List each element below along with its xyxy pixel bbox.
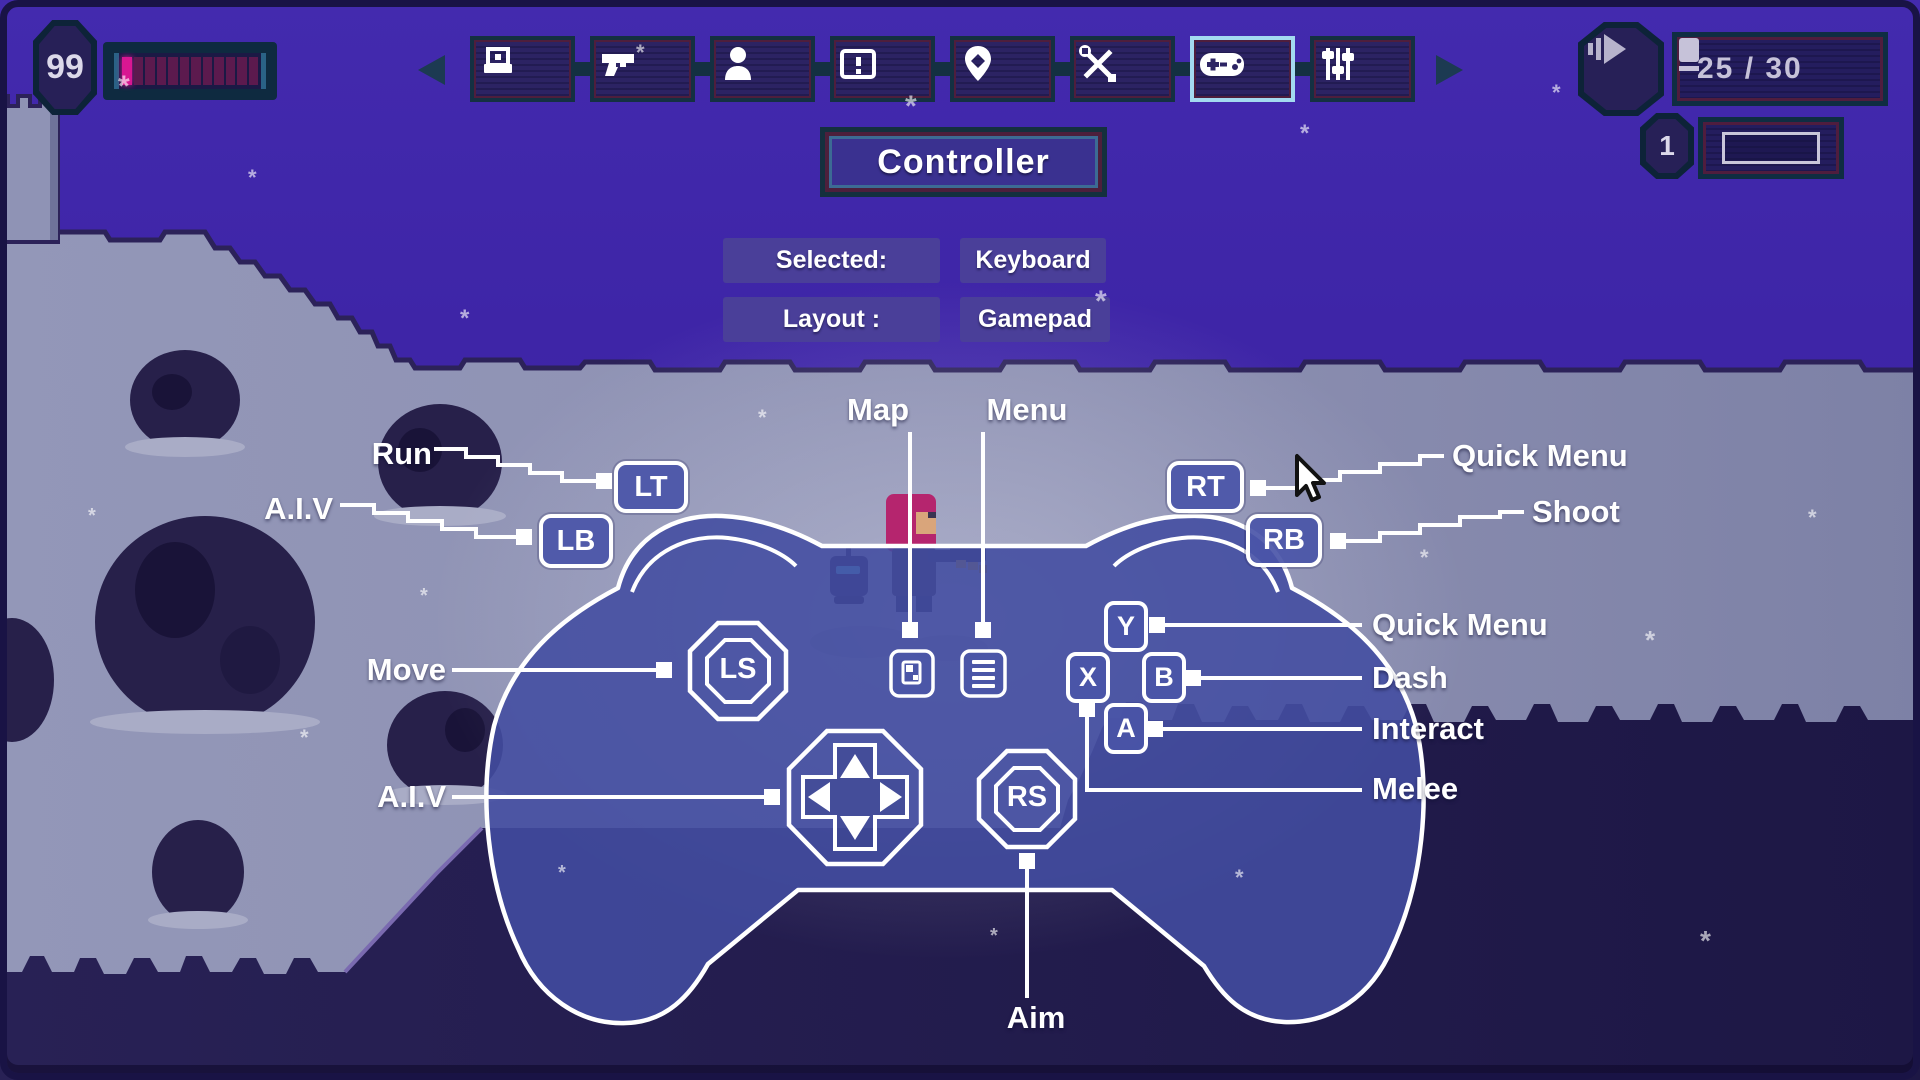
y-button: Y	[1104, 601, 1148, 652]
active-weapon-badge	[1578, 22, 1664, 116]
tab-controller[interactable]	[1190, 36, 1295, 102]
rt-label: RT	[1186, 470, 1225, 503]
mouse-cursor	[1295, 454, 1326, 502]
tab-inventory[interactable]	[470, 36, 575, 102]
start-button	[960, 649, 1007, 698]
health-segment	[225, 57, 235, 85]
health-value: 99	[39, 26, 91, 109]
person-icon	[725, 47, 751, 80]
layout-label: Layout :	[723, 297, 940, 342]
line-endpoints	[516, 473, 1346, 869]
health-segment	[237, 57, 247, 85]
health-segment	[214, 57, 224, 85]
inventory-icon	[484, 47, 512, 73]
binding-label-aiv-dpad: A.I.V	[377, 779, 446, 814]
item-charge-panel	[1698, 117, 1844, 179]
health-segment	[133, 57, 143, 85]
layout-value-button[interactable]: Gamepad	[960, 297, 1110, 342]
select-button	[889, 649, 935, 698]
item-charge-bar	[1722, 132, 1820, 164]
map-pin-icon	[965, 46, 991, 81]
b-button: B	[1142, 652, 1186, 703]
tab-settings[interactable]	[1310, 36, 1415, 102]
lb-button: LB	[539, 514, 613, 568]
binding-label-dash: Dash	[1372, 660, 1448, 695]
health-segment	[168, 57, 178, 85]
item-slot-badge: 1	[1640, 113, 1694, 179]
alert-icon	[840, 49, 876, 79]
health-segment	[122, 57, 132, 85]
gamepad-icon	[1200, 53, 1244, 76]
tab-character[interactable]	[710, 36, 815, 102]
x-button: X	[1066, 652, 1110, 703]
lb-label: LB	[556, 524, 596, 557]
binding-label-shoot: Shoot	[1532, 494, 1620, 529]
rb-button: RB	[1246, 514, 1322, 567]
selected-label: Selected:	[723, 238, 940, 283]
right-stick	[976, 748, 1078, 850]
dpad	[786, 728, 924, 867]
binding-label-map: Map	[847, 392, 909, 427]
tab-tools[interactable]	[1070, 36, 1175, 102]
weapon-icon	[1588, 34, 1626, 64]
gun-icon	[602, 54, 634, 76]
binding-label-quick-menu-face: Quick Menu	[1372, 607, 1548, 642]
tab-map[interactable]	[950, 36, 1055, 102]
health-segment	[248, 57, 258, 85]
binding-label-move: Move	[366, 652, 446, 687]
page-title: Controller	[877, 142, 1050, 181]
dpad-arrows	[808, 754, 902, 840]
health-badge: 99	[33, 20, 97, 115]
health-segment	[145, 57, 155, 85]
binding-label-melee: Melee	[1372, 771, 1459, 806]
health-segment	[179, 57, 189, 85]
page-title-box: Controller	[820, 127, 1107, 197]
rt-button: RT	[1167, 461, 1244, 513]
ammo-magazine-icon	[1679, 38, 1699, 71]
health-bar	[103, 42, 277, 100]
ammo-counter: 25 / 30	[1697, 52, 1803, 85]
binding-label-aim: Aim	[1006, 1000, 1066, 1035]
item-slot-count: 1	[1646, 119, 1688, 173]
binding-label-menu: Menu	[986, 392, 1068, 427]
health-segment	[156, 57, 166, 85]
sliders-icon	[1322, 48, 1354, 80]
lt-button: LT	[614, 461, 688, 513]
health-segment	[202, 57, 212, 85]
ls-text: LS	[719, 653, 757, 685]
rock-cluster	[0, 350, 507, 929]
binding-label-run: Run	[371, 436, 432, 471]
y-label: Y	[1116, 611, 1135, 641]
controller-body	[484, 513, 1426, 1026]
health-segment	[191, 57, 201, 85]
a-button: A	[1104, 703, 1148, 754]
tools-icon	[1079, 45, 1116, 82]
ammo-panel: 25 / 30	[1672, 32, 1888, 106]
health-segments	[114, 53, 266, 89]
tab-alerts[interactable]	[830, 36, 935, 102]
b-label: B	[1154, 662, 1174, 692]
rs-text: RS	[1006, 781, 1048, 813]
binding-label-quick-menu-trigger: Quick Menu	[1452, 438, 1628, 473]
rb-label: RB	[1263, 524, 1305, 556]
lt-label: LT	[634, 470, 668, 503]
tab-weapons[interactable]	[590, 36, 695, 102]
selected-value-button[interactable]: Keyboard	[960, 238, 1106, 283]
leader-lines	[340, 432, 1524, 998]
left-stick	[687, 620, 789, 722]
x-label: X	[1078, 662, 1097, 692]
binding-label-interact: Interact	[1372, 711, 1484, 746]
a-label: A	[1116, 713, 1136, 743]
binding-label-aiv-bumper: A.I.V	[264, 491, 333, 526]
